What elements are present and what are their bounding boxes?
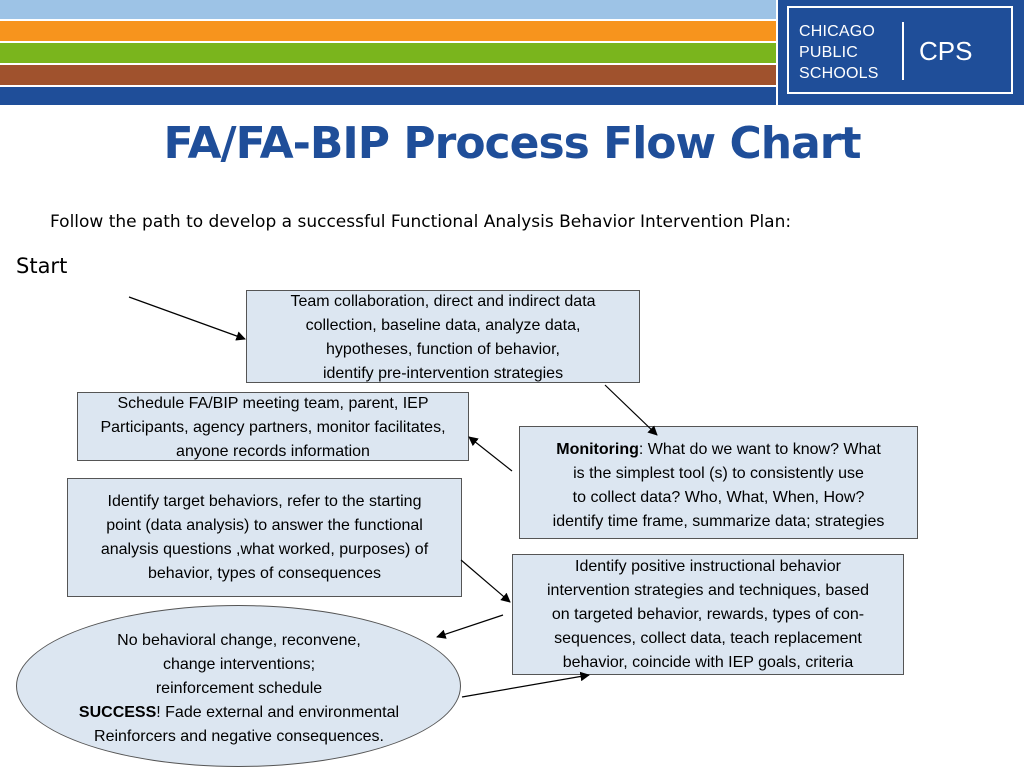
cps-logo: CHICAGO PUBLIC SCHOOLS CPS: [778, 0, 1024, 105]
node-identify-positive-text: Identify positive instructional behavior…: [498, 555, 918, 675]
node-line: on targeted behavior, rewards, types of …: [551, 606, 865, 623]
node-line: Identify positive instructional behavior: [575, 558, 841, 575]
header-stripe-brown: [0, 65, 776, 85]
node-outcome-text: No behavioral change, reconvene, change …: [24, 629, 454, 749]
start-label: Start: [16, 254, 68, 278]
logo-line-3: SCHOOLS: [799, 65, 879, 82]
node-line: analysis questions ,what worked, purpose…: [100, 541, 429, 558]
node-line: Reinforcers and negative consequences.: [94, 728, 384, 745]
success-rest: ! Fade external and environmental: [156, 704, 400, 721]
node-line: is the simplest tool (s) to consistently…: [573, 465, 864, 482]
arrow-identify-target-to-positive: [460, 559, 511, 603]
header-stripe-green: [0, 43, 776, 63]
node-line: Monitoring: What do we want to know? Wha…: [500, 438, 937, 462]
node-team-text: Team collaboration, direct and indirect …: [246, 290, 640, 386]
node-identify-target-text: Identify target behaviors, refer to the …: [40, 490, 489, 586]
node-line: No behavioral change, reconvene,: [117, 632, 361, 649]
arrow-monitoring-to-schedule: [468, 436, 513, 472]
logo-divider: [902, 22, 904, 80]
node-line: Identify target behaviors, refer to the …: [107, 493, 422, 510]
node-line: behavior, types of consequences: [147, 565, 382, 582]
monitoring-bold: Monitoring: [556, 441, 639, 458]
node-line: Schedule FA/BIP meeting team, parent, IE…: [117, 395, 429, 412]
logo-line-1: CHICAGO: [799, 23, 876, 40]
node-line: identify time frame, summarize data; str…: [552, 513, 885, 530]
cps-logo-words: CHICAGO PUBLIC SCHOOLS: [799, 21, 879, 84]
node-identify-target-behaviors: [67, 478, 462, 597]
node-identify-positive-strategies: [512, 554, 904, 675]
node-team-collaboration: [246, 290, 640, 383]
page-title: FA/FA-BIP Process Flow Chart: [163, 118, 861, 169]
header-stripe-orange: [0, 21, 776, 41]
node-line: intervention strategies and techniques, …: [547, 582, 869, 599]
node-line: hypotheses, function of behavior,: [326, 341, 560, 358]
header-stripe-lightblue: [0, 0, 776, 19]
node-line: sequences, collect data, teach replaceme…: [554, 630, 862, 647]
node-line: Participants, agency partners, monitor f…: [100, 419, 446, 436]
node-monitoring-text: Monitoring: What do we want to know? Wha…: [500, 438, 937, 534]
node-line: reinforcement schedule: [155, 680, 323, 697]
arrow-team-to-monitoring: [604, 384, 658, 436]
node-line: SUCCESS! Fade external and environmental: [24, 701, 454, 725]
logo-abbr: CPS: [919, 36, 973, 66]
logo-line-2: PUBLIC: [799, 44, 858, 61]
node-line: Team collaboration, direct and indirect …: [290, 293, 596, 310]
node-line: behavior, coincide with IEP goals, crite…: [562, 654, 854, 671]
node-schedule-meeting: [77, 392, 469, 461]
node-line: change interventions;: [162, 656, 316, 673]
page-subtitle: Follow the path to develop a successful …: [50, 212, 792, 232]
monitoring-first-rest: : What do we want to know? What: [638, 441, 881, 458]
node-line: identify pre-intervention strategies: [322, 365, 564, 382]
arrow-positive-to-outcome: [436, 614, 504, 639]
node-schedule-text: Schedule FA/BIP meeting team, parent, IE…: [52, 392, 494, 464]
node-line: to collect data? Who, What, When, How?: [572, 489, 865, 506]
arrow-start-to-team: [128, 296, 246, 341]
node-line: collection, baseline data, analyze data,: [305, 317, 581, 334]
header-stripe-blue: [0, 87, 776, 105]
node-line: anyone records information: [176, 443, 370, 460]
node-outcome-ellipse: [16, 605, 461, 767]
node-line: point (data analysis) to answer the func…: [106, 517, 423, 534]
cps-logo-frame: CHICAGO PUBLIC SCHOOLS CPS: [787, 6, 1013, 94]
node-monitoring: [519, 426, 918, 539]
success-bold: SUCCESS: [78, 704, 157, 721]
arrow-outcome-to-positive: [461, 671, 590, 698]
